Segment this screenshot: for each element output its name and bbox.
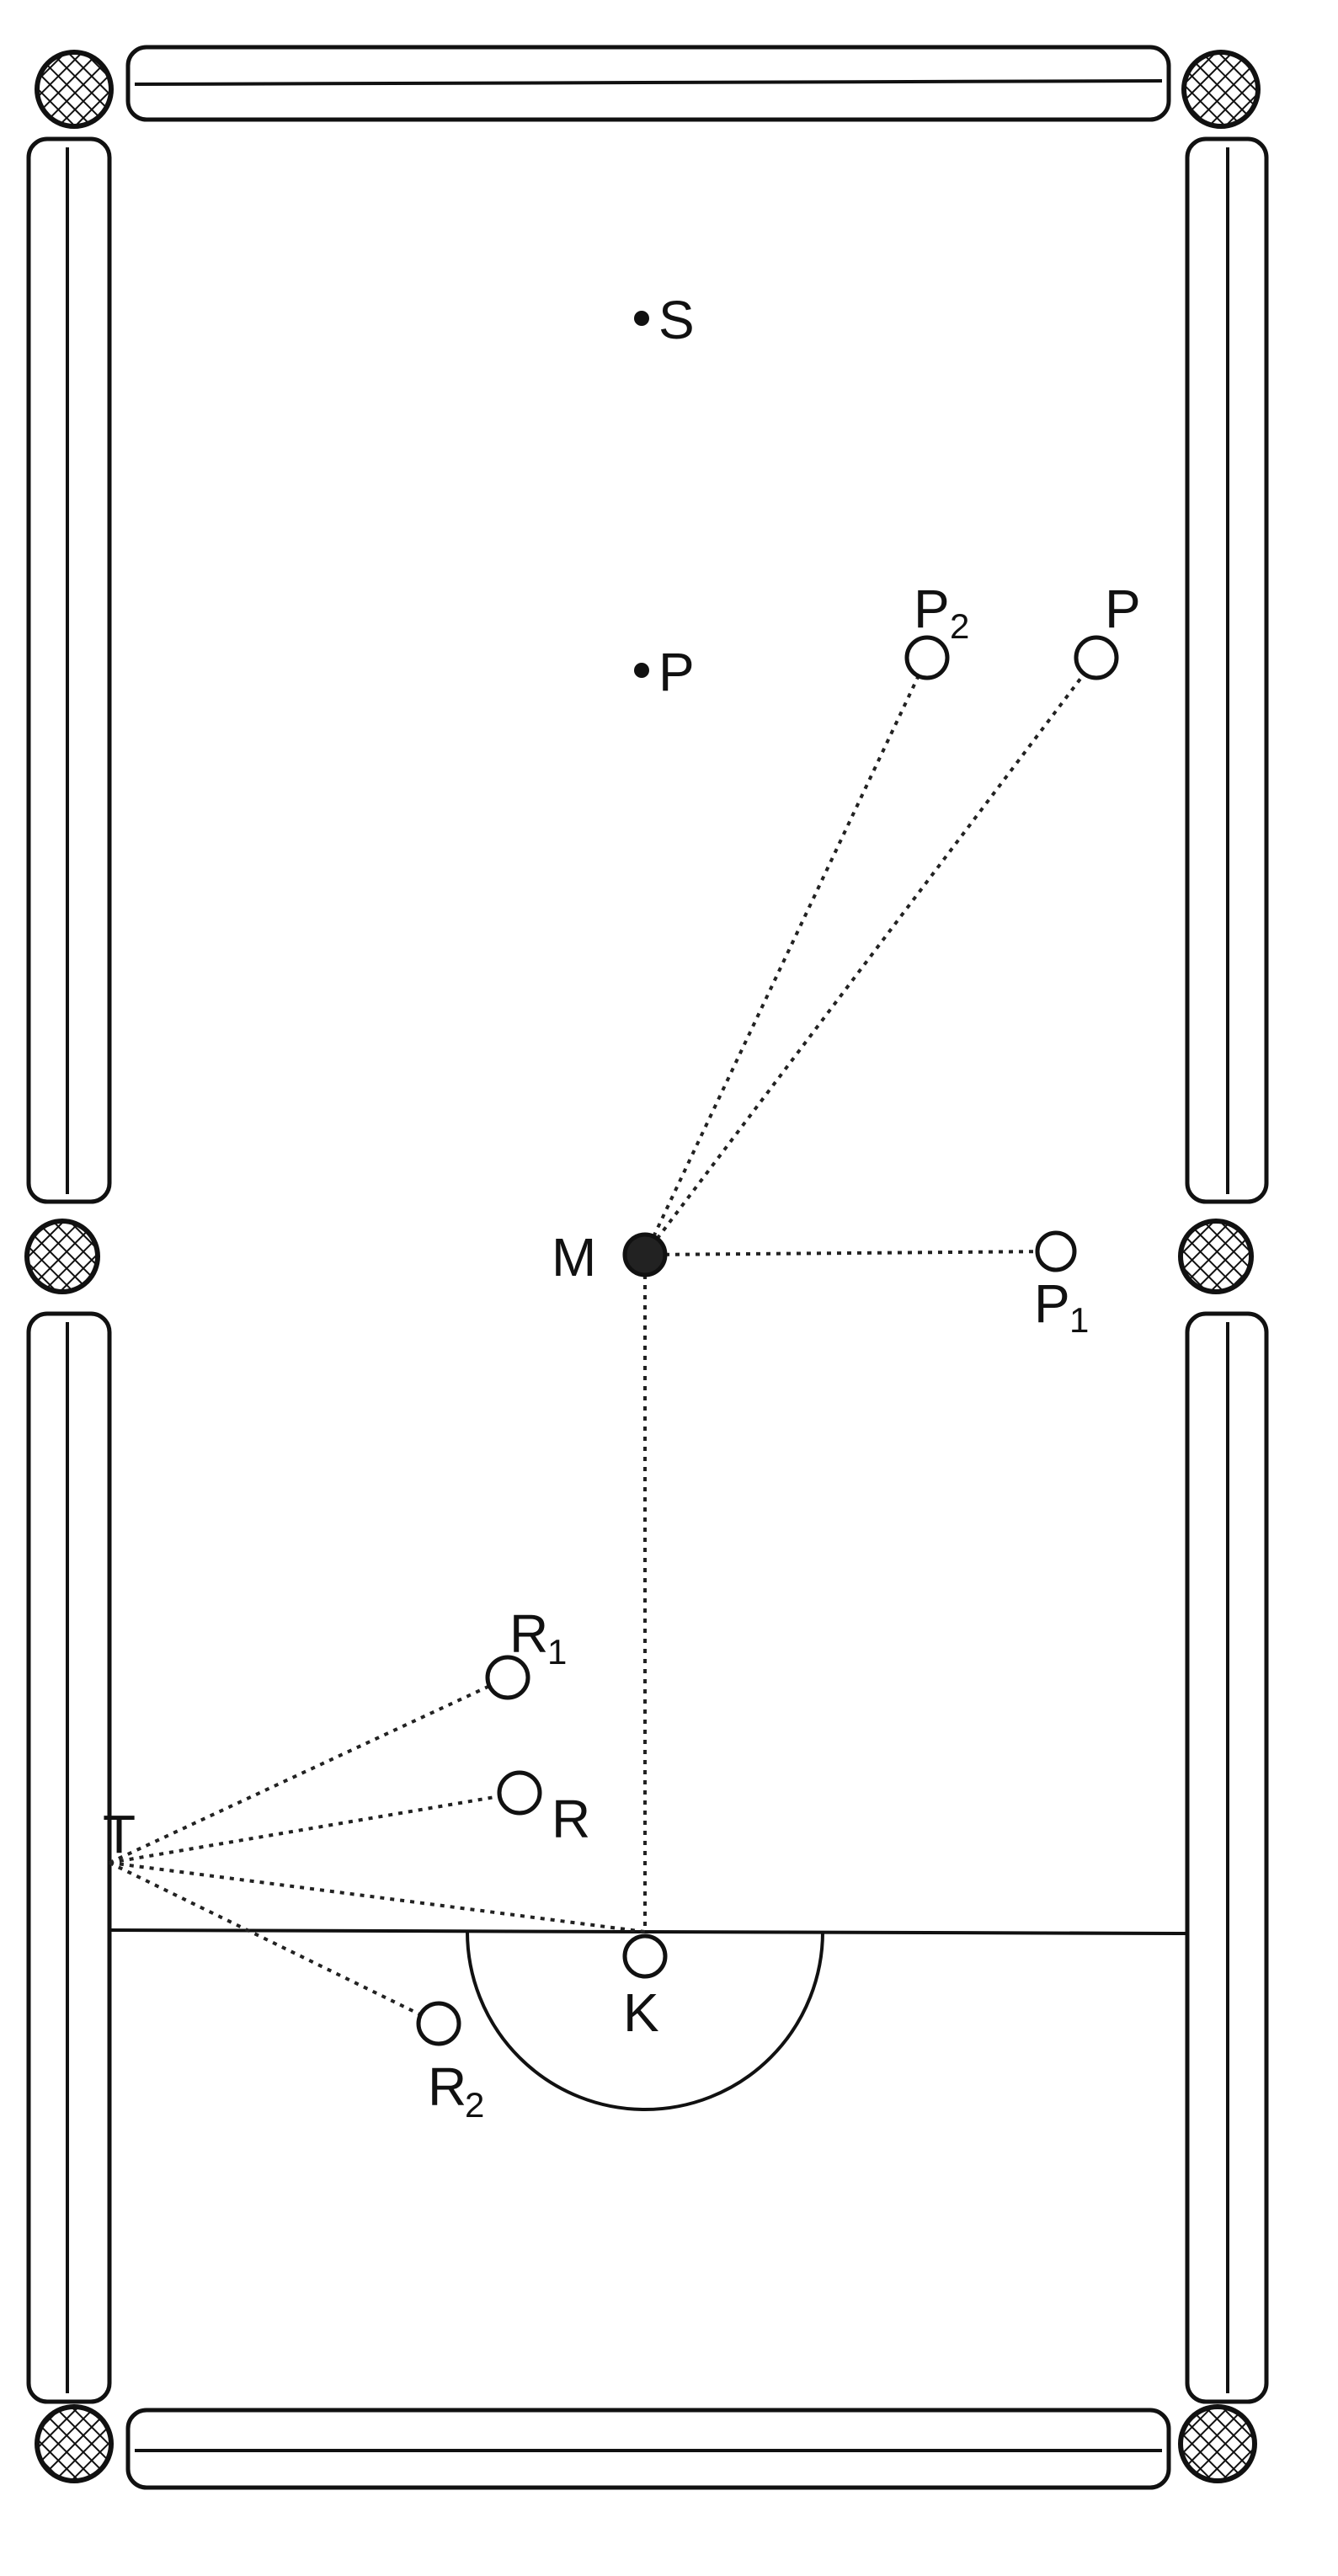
line-t-r1 [109, 1676, 509, 1864]
label-r1: R [509, 1603, 548, 1664]
pocket-middle-left [24, 1219, 100, 1294]
line-t-r2 [109, 1861, 440, 2025]
label-p-spot: P [658, 642, 695, 702]
shot-lines [109, 656, 1098, 2025]
pocket-bottom-right [1178, 2404, 1257, 2483]
pocket-top-right [1181, 50, 1261, 129]
top-cushion-edge [134, 79, 1163, 86]
spot-p [634, 663, 649, 678]
ball-p1 [1035, 1230, 1077, 1272]
pockets [24, 50, 1261, 2483]
label-r2: R [428, 2056, 466, 2117]
ball-m [622, 1232, 668, 1277]
line-m-p1 [644, 1250, 1057, 1256]
label-p2: P [914, 579, 950, 639]
pocket-bottom-left [35, 2404, 114, 2483]
label-k: K [623, 1982, 659, 2043]
ball-p [1074, 635, 1119, 680]
label-r2-subscript: 2 [465, 2085, 484, 2125]
ball-p2 [904, 635, 950, 680]
baulk-line [109, 1928, 1188, 1935]
spot-s [634, 311, 649, 326]
label-p: P [1105, 579, 1141, 639]
label-r: R [552, 1789, 590, 1849]
label-t: T [103, 1804, 136, 1864]
label-s: S [658, 290, 695, 350]
pocket-top-left [35, 50, 114, 129]
label-p1-subscript: 1 [1069, 1300, 1089, 1340]
line-m-p [643, 656, 1098, 1256]
label-r1-subscript: 1 [547, 1632, 567, 1672]
ball-k [622, 1933, 668, 1979]
line-m-p2 [643, 657, 929, 1256]
line-t-r [109, 1791, 520, 1864]
line-t-k [109, 1861, 646, 1933]
ball-r [497, 1770, 542, 1816]
label-p2-subscript: 2 [950, 606, 969, 646]
baulk-semicircle-d [466, 1931, 824, 2111]
pocket-middle-right [1178, 1219, 1254, 1294]
ball-r1 [485, 1655, 530, 1700]
label-m: M [552, 1227, 596, 1288]
balls [416, 635, 1119, 2046]
ball-r2 [416, 2001, 461, 2046]
label-p1: P [1034, 1273, 1070, 1334]
cushions [26, 45, 1269, 2490]
